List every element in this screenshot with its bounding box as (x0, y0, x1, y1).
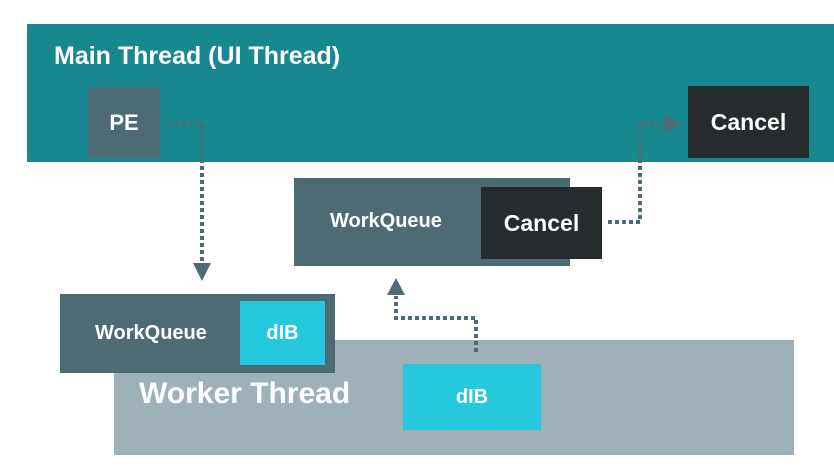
pe-box: PE (88, 87, 160, 158)
worker-thread-title: Worker Thread (139, 377, 351, 410)
arrowhead-up-icon (387, 278, 405, 295)
worker-thread-dib-box: dIB (403, 364, 541, 430)
main-thread-title: Main Thread (UI Thread) (54, 42, 341, 70)
worker-workqueue-label: WorkQueue (95, 322, 207, 344)
main-thread-cancel-box: Cancel (688, 86, 809, 158)
main-workqueue-label: WorkQueue (330, 210, 442, 232)
arrowhead-down-icon (193, 263, 211, 281)
main-workqueue-cancel-box: Cancel (481, 187, 602, 259)
worker-workqueue-dib-box: dIB (240, 301, 325, 365)
